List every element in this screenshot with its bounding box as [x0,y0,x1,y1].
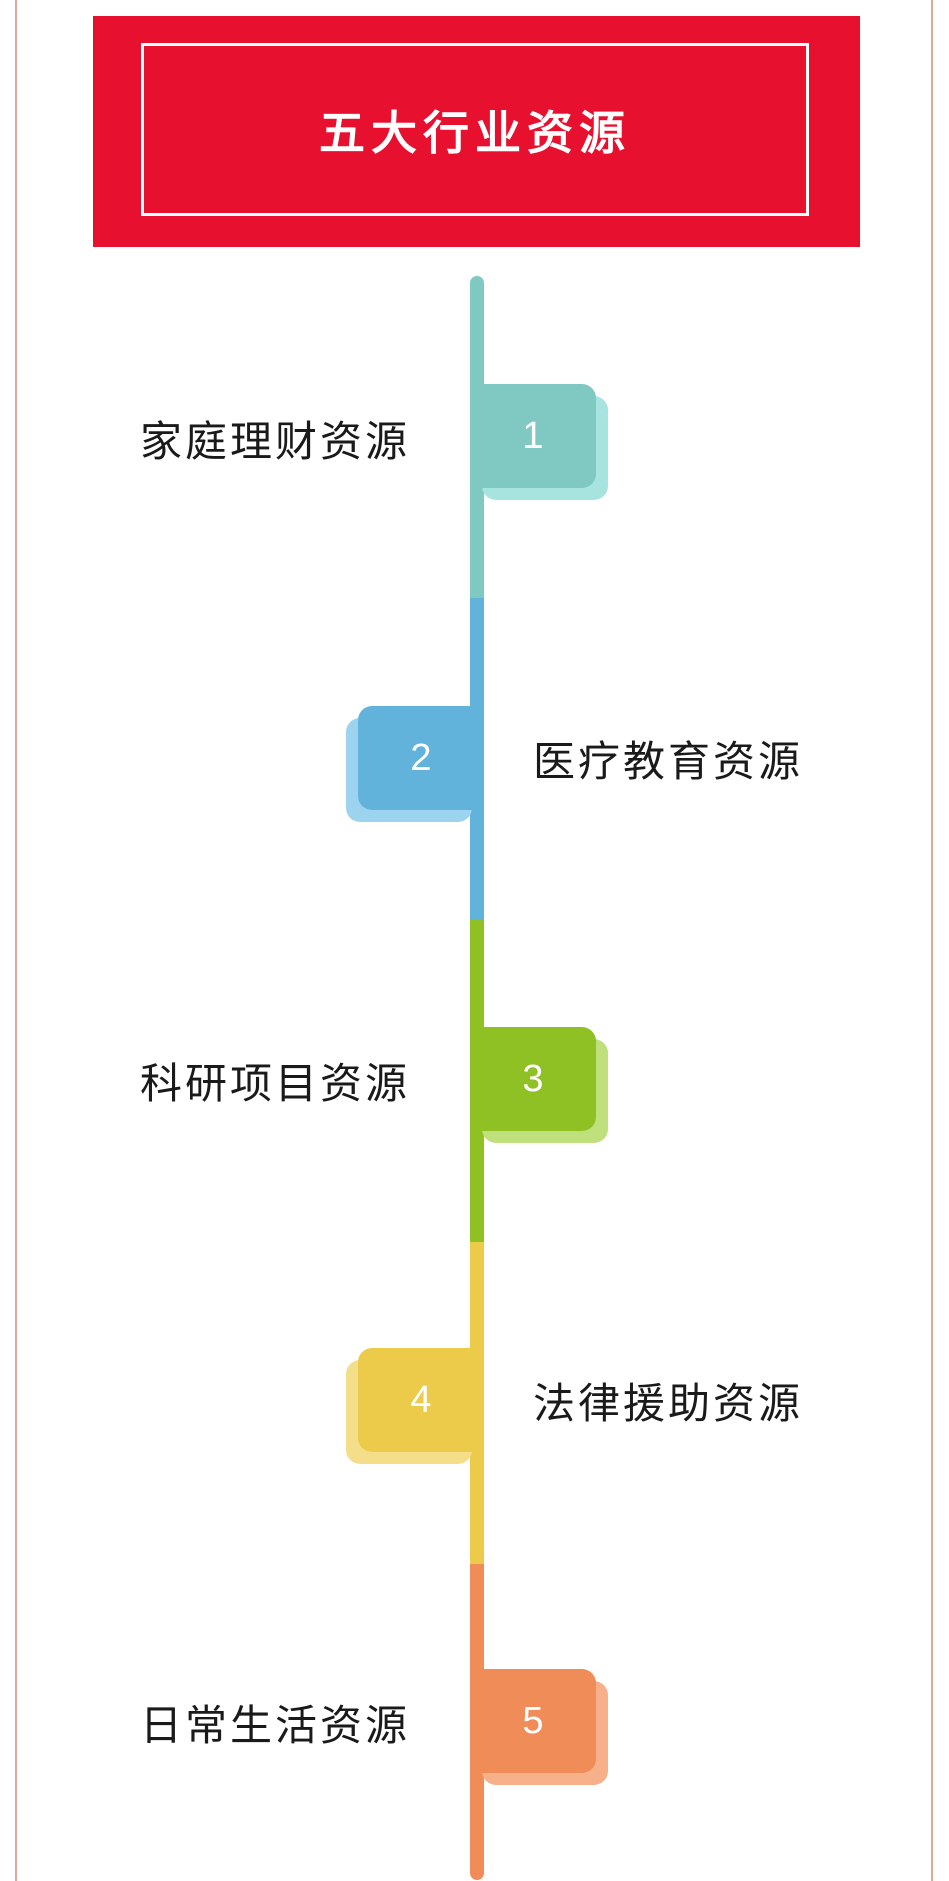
page-title: 五大行业资源 [319,105,631,160]
page-frame [15,0,933,1881]
step-4-label: 法律援助资源 [533,1379,804,1428]
step-2-tab: 2 [346,706,484,822]
step-3-tab: 3 [470,1027,608,1143]
step-2-label: 医疗教育资源 [533,737,804,786]
step-3-number: 3 [470,1027,596,1131]
step-2-number: 2 [358,706,484,810]
step-3-label: 科研项目资源 [140,1059,411,1108]
step-5-number: 5 [470,1669,596,1773]
step-1-number: 1 [470,384,596,488]
title-banner: 五大行业资源 [93,16,860,247]
step-5-tab: 5 [470,1669,608,1785]
step-4-number: 4 [358,1348,484,1452]
step-5-label: 日常生活资源 [140,1701,411,1750]
title-banner-border: 五大行业资源 [141,43,809,216]
step-1-label: 家庭理财资源 [140,417,411,466]
step-1-tab: 1 [470,384,608,500]
step-4-tab: 4 [346,1348,484,1464]
